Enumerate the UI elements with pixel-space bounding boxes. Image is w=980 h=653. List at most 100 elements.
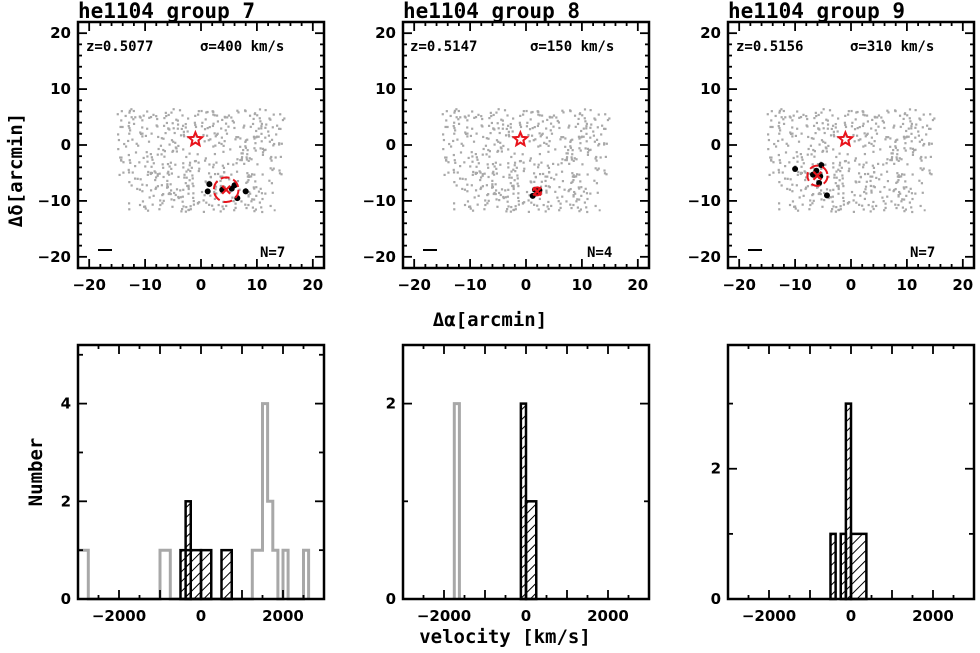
field-galaxy-point (135, 142, 138, 145)
field-galaxy-point (569, 145, 572, 148)
field-galaxy-point (586, 197, 589, 201)
field-galaxy-point (196, 153, 199, 156)
ylabel-hist: Number (25, 438, 47, 507)
field-galaxy-point (545, 142, 548, 146)
field-galaxy-point (168, 143, 171, 146)
field-galaxy-point (531, 110, 534, 114)
field-galaxy-point (476, 203, 479, 206)
field-galaxy-point (156, 185, 160, 188)
field-galaxy-point (835, 176, 838, 179)
field-galaxy-point (490, 114, 493, 118)
field-galaxy-point (488, 150, 491, 153)
field-galaxy-point (130, 116, 133, 119)
field-galaxy-point (769, 159, 773, 162)
field-galaxy-point (779, 161, 782, 164)
field-galaxy-point (261, 210, 264, 214)
field-galaxy-point (170, 172, 174, 175)
field-galaxy-point (904, 180, 907, 183)
field-galaxy-point (145, 151, 148, 154)
field-galaxy-point (260, 125, 263, 128)
field-galaxy-point (777, 153, 780, 157)
field-galaxy-point (213, 197, 216, 201)
field-galaxy-point (205, 134, 209, 137)
field-galaxy-point (842, 199, 845, 203)
field-galaxy-point (911, 197, 914, 201)
field-galaxy-point (191, 177, 194, 180)
field-galaxy-point (134, 116, 137, 119)
field-galaxy-point (864, 144, 867, 147)
field-galaxy-point (222, 171, 226, 174)
field-galaxy-point (164, 131, 167, 135)
field-galaxy-point (206, 110, 209, 114)
field-galaxy-point (214, 144, 217, 147)
field-galaxy-point (242, 126, 245, 129)
field-galaxy-point (835, 205, 838, 209)
field-galaxy-point (191, 182, 194, 185)
field-galaxy-point (796, 127, 799, 130)
field-galaxy-point (890, 156, 894, 159)
field-galaxy-point (485, 153, 488, 156)
field-galaxy-point (236, 158, 239, 161)
field-galaxy-point (778, 132, 781, 135)
field-galaxy-point (929, 127, 932, 131)
field-galaxy-point (174, 141, 177, 144)
field-galaxy-point (136, 177, 139, 180)
x-tick-label: 0 (846, 607, 856, 625)
field-galaxy-point (192, 185, 195, 188)
field-galaxy-point (842, 192, 845, 195)
field-galaxy-point (190, 166, 193, 169)
field-galaxy-point (801, 203, 804, 206)
field-galaxy-point (144, 165, 147, 168)
field-galaxy-point (127, 153, 130, 157)
field-galaxy-point (826, 127, 829, 130)
field-galaxy-point (188, 179, 191, 182)
field-galaxy-point (246, 180, 249, 183)
field-galaxy-point (837, 187, 840, 191)
field-galaxy-point (481, 117, 484, 121)
field-galaxy-point (194, 114, 197, 117)
field-galaxy-point (185, 205, 188, 209)
field-galaxy-point (490, 121, 493, 125)
x-tick-label: 10 (571, 276, 592, 294)
field-galaxy-point (516, 182, 519, 185)
field-galaxy-point (572, 159, 575, 162)
field-galaxy-point (278, 142, 281, 145)
field-galaxy-point (521, 153, 524, 156)
field-galaxy-point (481, 173, 484, 176)
field-galaxy-point (812, 148, 815, 152)
field-galaxy-point (547, 185, 550, 188)
field-galaxy-point (889, 145, 892, 148)
field-galaxy-point (911, 147, 914, 150)
field-galaxy-point (910, 122, 913, 125)
field-galaxy-point (820, 167, 823, 170)
field-galaxy-point (892, 148, 895, 152)
field-galaxy-point (445, 110, 448, 113)
field-galaxy-point (836, 130, 839, 133)
field-galaxy-point (182, 130, 185, 133)
field-galaxy-point (240, 157, 243, 160)
field-galaxy-point (547, 171, 551, 174)
field-galaxy-point (466, 190, 469, 193)
field-galaxy-point (184, 210, 187, 213)
field-galaxy-point (874, 129, 877, 132)
field-galaxy-point (212, 163, 215, 166)
field-galaxy-point (215, 161, 218, 164)
field-galaxy-point (837, 186, 840, 189)
field-galaxy-point (784, 151, 788, 154)
field-galaxy-point (811, 202, 814, 205)
field-galaxy-point (501, 119, 504, 122)
field-galaxy-point (902, 135, 906, 138)
field-galaxy-point (546, 164, 549, 167)
field-galaxy-point (278, 143, 281, 146)
field-galaxy-point (910, 206, 913, 209)
field-galaxy-point (788, 203, 792, 207)
field-galaxy-point (204, 157, 207, 160)
field-galaxy-point (527, 199, 530, 202)
field-galaxy-point (173, 198, 176, 202)
field-galaxy-point (806, 117, 809, 121)
field-galaxy-point (788, 161, 791, 164)
x-tick-label: −10 (778, 276, 811, 294)
field-galaxy-point (268, 117, 271, 120)
field-galaxy-point (571, 180, 574, 183)
field-galaxy-point (175, 118, 178, 121)
